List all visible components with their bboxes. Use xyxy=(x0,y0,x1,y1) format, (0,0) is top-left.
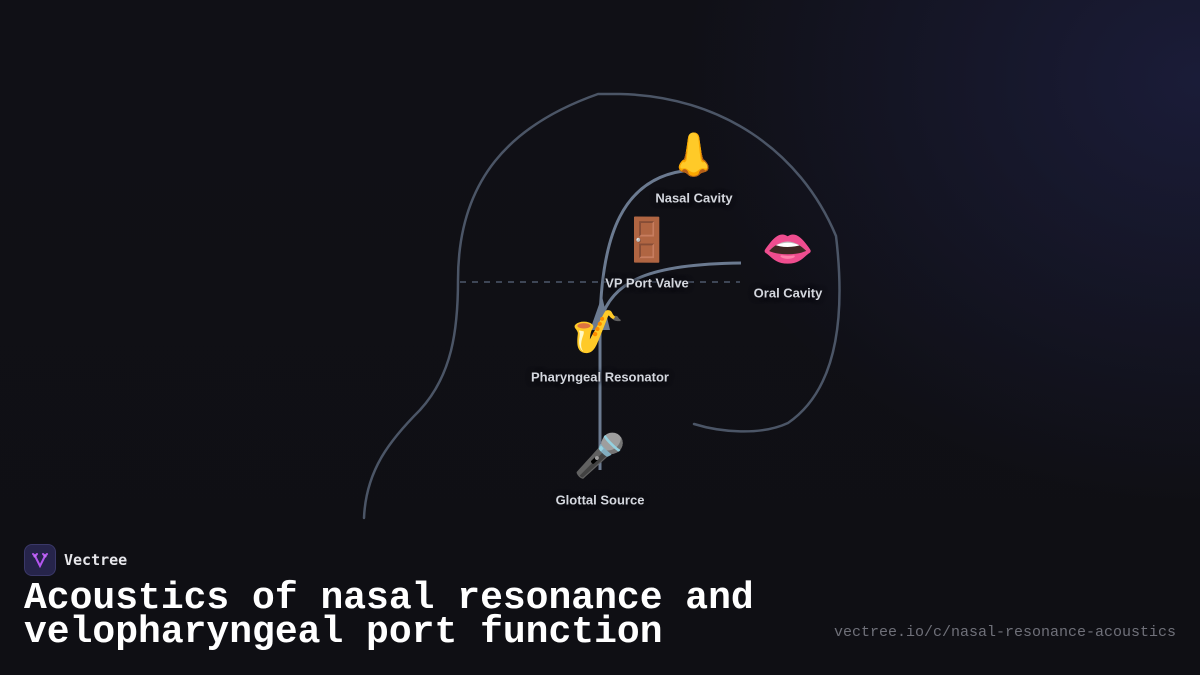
branching-v-icon xyxy=(24,544,56,576)
node-glottal-source[interactable]: 🎤 xyxy=(574,432,626,480)
title-line-1: Acoustics of nasal resonance and xyxy=(24,577,754,620)
microphone-icon: 🎤 xyxy=(573,431,627,480)
velum-flap xyxy=(590,296,610,330)
pharyngeal-to-nasal-edge xyxy=(598,168,693,321)
door-icon: 🚪 xyxy=(620,215,674,264)
node-vp-port-valve[interactable]: 🚪 xyxy=(621,216,673,264)
label-pharyngeal-resonator: Pharyngeal Resonator xyxy=(531,369,669,385)
label-oral-cavity: Oral Cavity xyxy=(753,285,823,301)
title-line-2: velopharyngeal port function xyxy=(24,611,663,654)
node-nasal-cavity[interactable]: 👃 xyxy=(668,131,720,179)
brand: Vectree xyxy=(24,544,127,576)
node-oral-cavity[interactable]: 👄 xyxy=(762,225,814,273)
saxophone-icon: 🎷 xyxy=(571,307,625,356)
node-pharyngeal-resonator[interactable]: 🎷 xyxy=(572,308,624,356)
pharyngeal-to-oral-edge xyxy=(598,261,742,323)
mouth-icon: 👄 xyxy=(761,224,815,273)
label-vp-port-valve: VP Port Valve xyxy=(605,275,689,291)
label-glottal-source: Glottal Source xyxy=(555,492,645,508)
head-outline xyxy=(362,92,841,520)
brand-name: Vectree xyxy=(64,551,128,569)
page-title: Acoustics of nasal resonance and velopha… xyxy=(24,580,754,652)
source-url: vectree.io/c/nasal-resonance-acoustics xyxy=(833,624,1176,641)
nose-icon: 👃 xyxy=(667,130,721,179)
label-nasal-cavity: Nasal Cavity xyxy=(655,190,733,206)
